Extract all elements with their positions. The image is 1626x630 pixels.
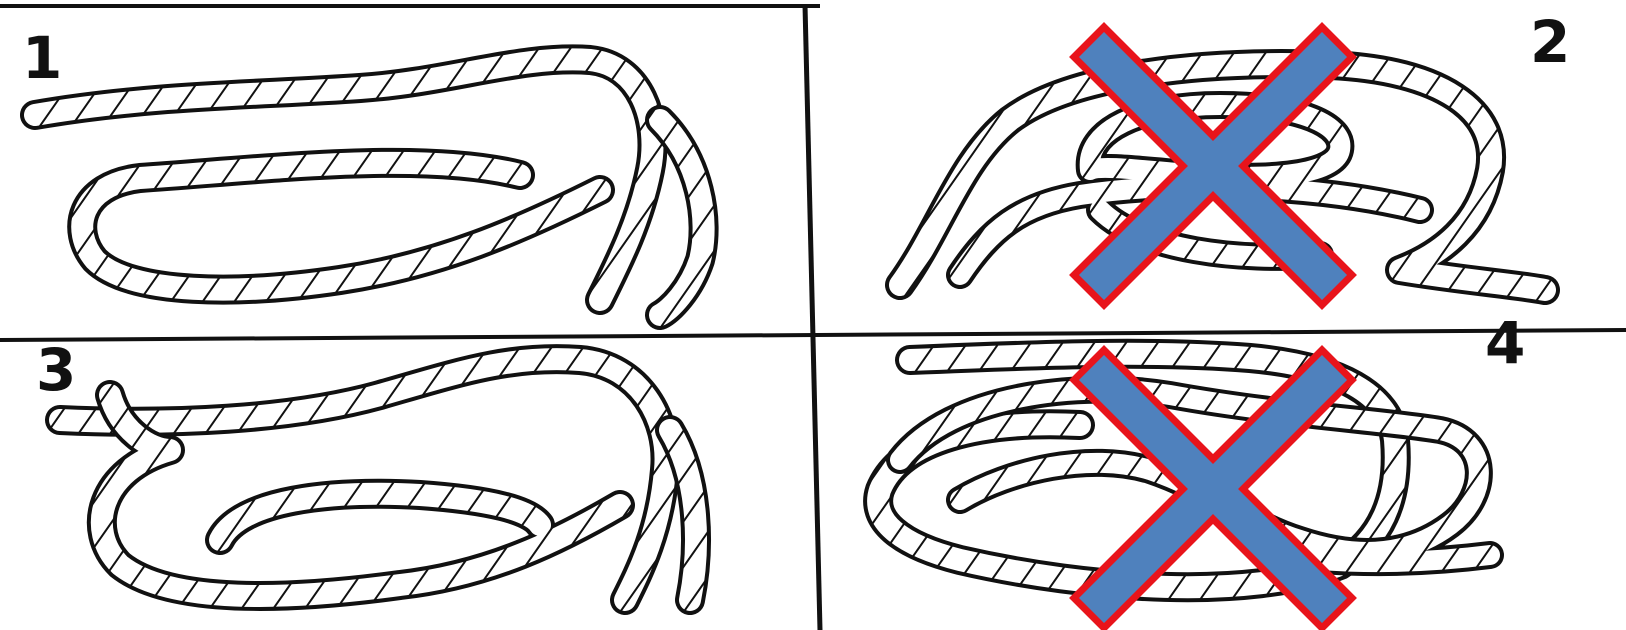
panel-4: 4 xyxy=(878,309,1525,628)
panel-number-1: 1 xyxy=(22,24,62,92)
panel-1: 1 xyxy=(22,24,704,315)
panel-2: 2 xyxy=(900,8,1570,305)
rope-knot-1 xyxy=(35,59,704,315)
rope-knot-3 xyxy=(60,359,696,600)
panel-number-3: 3 xyxy=(36,336,76,404)
panel-3: 3 xyxy=(36,336,696,600)
panel-number-2: 2 xyxy=(1530,8,1570,76)
vertical-divider xyxy=(805,5,820,630)
panel-number-4: 4 xyxy=(1485,309,1525,377)
